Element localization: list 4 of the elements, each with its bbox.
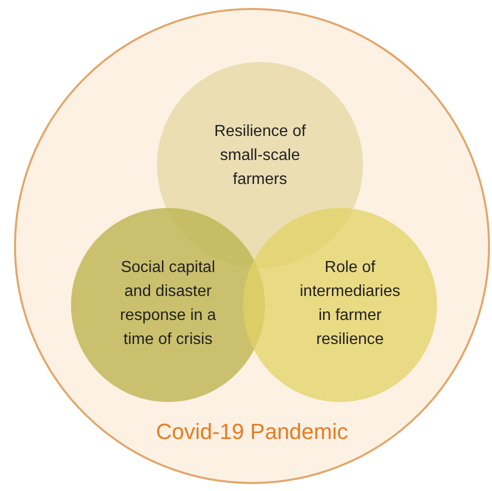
title-text: Covid-19 Pandemic <box>155 418 349 446</box>
circle-label: Role of intermediaries in farmer resilience <box>298 258 402 350</box>
circle-label: Social capital and disaster response in a time of crisis <box>118 258 218 350</box>
circle-label: Resilience of small-scale farmers <box>213 122 307 190</box>
